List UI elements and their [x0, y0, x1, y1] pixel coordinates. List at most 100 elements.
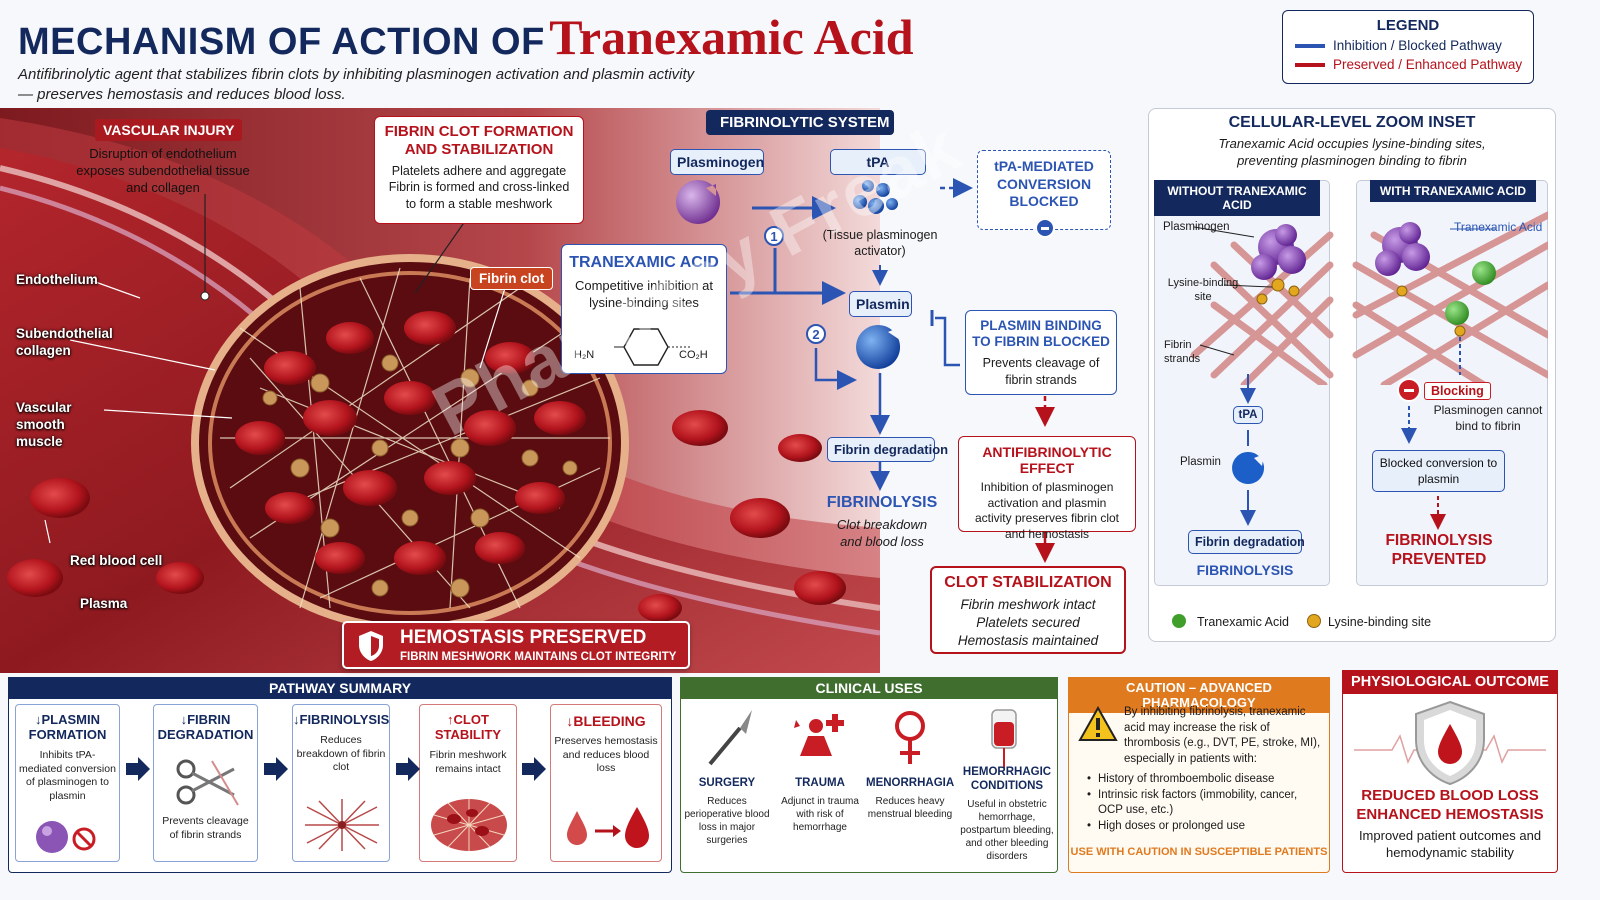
structure-carboxyl: CO₂H	[679, 349, 708, 361]
pathway-summary-title: PATHWAY SUMMARY	[8, 677, 672, 699]
clinical-uses-title: CLINICAL USES	[680, 677, 1058, 699]
lysine-key-icon	[1307, 614, 1321, 628]
inset-fibrin-strands-label: Fibrin strands	[1164, 339, 1201, 366]
blood-bag-icon	[991, 709, 1017, 768]
outcome-title: PHYSIOLOGICAL OUTCOME	[1342, 670, 1558, 694]
plasmin-molecule-icon	[856, 325, 901, 369]
legend-item-inhibition: Inhibition / Blocked Pathway	[1295, 38, 1533, 53]
txa-key-icon	[1172, 614, 1186, 628]
trauma-icon	[794, 714, 844, 756]
fibrinolysis-title: FIBRINOLYSIS	[826, 494, 938, 511]
outcome-description: Improved patient outcomes and hemodynami…	[1358, 828, 1542, 860]
fibrinolysis-text: Clot breakdown and blood loss	[836, 517, 928, 549]
inset-fibrin-degradation-label: Fibrin degradation	[1188, 530, 1305, 554]
without-txa-label: WITHOUT TRANEXAMIC ACID	[1154, 180, 1320, 216]
scalpel-icon	[708, 710, 752, 766]
clot-meshwork-icon	[431, 799, 507, 851]
clinical-icons	[708, 709, 1017, 768]
fibrinolytic-system-label: FIBRINOLYTIC SYSTEM	[706, 110, 894, 135]
cannot-bind-text: Plasminogen cannot bind to fibrin	[1433, 403, 1543, 433]
lysine-binding-site-right-icon	[1396, 285, 1466, 337]
outcome-shield-icon	[1354, 700, 1546, 786]
endothelium-label: Endothelium	[16, 272, 98, 287]
plasminogen-molecule-left-icon	[1251, 224, 1306, 280]
shield-icon	[359, 631, 383, 661]
inset-plasminogen-label: Plasminogen	[1163, 221, 1230, 233]
pathway-flow-arrows	[126, 757, 546, 781]
plasmin-block-bar	[935, 316, 960, 367]
hemostasis-preserved-banner: HEMOSTASIS PRESERVED FIBRIN MESHWORK MAI…	[342, 621, 690, 669]
red-blood-cell-label: Red blood cell	[70, 553, 163, 568]
inset-fibrinolysis-label: FIBRINOLYSIS	[1196, 562, 1294, 578]
inset-plasmin-label: Plasmin	[1180, 456, 1221, 468]
caution-footer: USE WITH CAUTION IN SUSCEPTIBLE PATIENTS	[1070, 846, 1328, 858]
txa-key-label: Tranexamic Acid	[1197, 615, 1289, 629]
tpa-label: tPA	[830, 149, 926, 175]
plasminogen-label: Plasminogen	[670, 149, 764, 175]
inset-txa-label: Tranexamic Acid	[1454, 220, 1543, 234]
plasmin-label: Plasmin	[849, 291, 912, 317]
outcome-headline: REDUCED BLOOD LOSS ENHANCED HEMOSTASIS	[1356, 787, 1544, 823]
fibrin-clot-label: Fibrin clot	[470, 267, 554, 290]
plasminogen-molecule-right-icon	[1375, 222, 1430, 276]
blocking-icon	[1397, 378, 1421, 402]
plasma-label: Plasma	[80, 596, 128, 611]
anatomy-pointer-lines	[44, 279, 233, 544]
blocked-conversion-box: Blocked conversion to plasmin	[1372, 450, 1505, 492]
title-part-2: Tranexamic Acid	[549, 9, 914, 65]
lysine-binding-site-left-icon	[1256, 278, 1300, 305]
clot-stabilization-box: CLOT STABILIZATION Fibrin meshwork intac…	[930, 566, 1126, 654]
page-title: MECHANISM OF ACTION OF Tranexamic Acid	[18, 8, 914, 66]
pathway-card-fibrinolysis: ↓FIBRINOLYSIS Reduces breakdown of fibri…	[292, 704, 390, 862]
pathway-card-clot-stability: ↑CLOT STABILITY Fibrin meshwork remains …	[419, 704, 517, 862]
subendothelial-collagen-label: Subendothelial collagen	[16, 326, 113, 358]
fibrinolysis-prevented-label: FIBRINOLYSIS PREVENTED	[1385, 532, 1493, 568]
tpa-molecule-icon	[853, 180, 898, 214]
step-2-badge	[806, 324, 826, 344]
antifibrinolytic-effect-box: ANTIFIBRINOLYTIC EFFECT Inhibition of pl…	[958, 436, 1136, 541]
txa-chemical-structure-icon	[614, 328, 690, 366]
plasminogen-blocked-icon	[36, 821, 96, 853]
inset-right-arrows	[1401, 406, 1446, 530]
txa-molecules-right-icon	[1445, 261, 1496, 325]
tpa-blocked-box: tPA-MEDIATED CONVERSION BLOCKED	[977, 150, 1111, 230]
inset-left-arrows	[1232, 374, 1265, 526]
vascular-injury-text: Disruption of endothelium exposes subend…	[76, 146, 250, 195]
caution-title: CAUTION – ADVANCED PHARMACOLOGY	[1068, 677, 1330, 713]
platelets	[262, 354, 578, 598]
lysine-key-label: Lysine-binding site	[1328, 615, 1432, 629]
inset-title: CELLULAR-LEVEL ZOOM INSET	[1228, 114, 1476, 131]
vascular-smooth-muscle-label: Vascular smooth muscle	[16, 400, 72, 449]
fibrin-degradation-label: Fibrin degradation	[827, 437, 948, 462]
caution-bullets: History of thromboembolic disease Intrin…	[1084, 772, 1324, 834]
inset-subtitle: Tranexamic Acid occupies lysine-binding …	[1218, 136, 1486, 168]
vascular-injury-label: VASCULAR INJURY	[95, 119, 243, 141]
plasminogen-molecule-icon	[676, 180, 721, 224]
female-symbol-icon	[895, 711, 925, 764]
structure-amine: H₂N	[574, 349, 595, 361]
page-subtitle: Antifibrinolytic agent that stabilizes f…	[18, 66, 695, 104]
fibrinolytic-pathway-graphics: 1 2	[676, 178, 1055, 563]
clot-formation-box: FIBRIN CLOT FORMATION AND STABILIZATION …	[374, 116, 584, 224]
vessel-wall	[0, 148, 880, 673]
pathway-card-plasmin-formation: ↓PLASMIN FORMATION Inhibits tPA-mediated…	[15, 704, 120, 862]
step-1-number: 1	[770, 229, 777, 244]
inset-fibrin-strands	[1190, 211, 1548, 385]
with-txa-label: WITH TRANEXAMIC ACID	[1370, 180, 1536, 202]
title-part-1: MECHANISM OF ACTION OF	[18, 21, 545, 63]
legend-item-preserved: Preserved / Enhanced Pathway	[1295, 57, 1533, 72]
inset-tpa-label: tPA	[1233, 406, 1263, 424]
caution-intro: By inhibiting fibrinolysis, tranexamic a…	[1124, 706, 1321, 765]
pathway-card-fibrin-degradation: ↓FIBRIN DEGRADATION Prevents cleavage of…	[153, 704, 258, 862]
step-1-badge	[764, 226, 784, 246]
tpa-description: (Tissue plasminogen activator)	[822, 228, 938, 259]
pathway-card-bleeding: ↓BLEEDING Preserves hemostasis and reduc…	[550, 704, 662, 862]
fibrin-network-icon	[305, 799, 379, 851]
inset-lysine-label: Lysine-binding site	[1167, 277, 1239, 304]
red-blood-cells	[7, 311, 846, 622]
